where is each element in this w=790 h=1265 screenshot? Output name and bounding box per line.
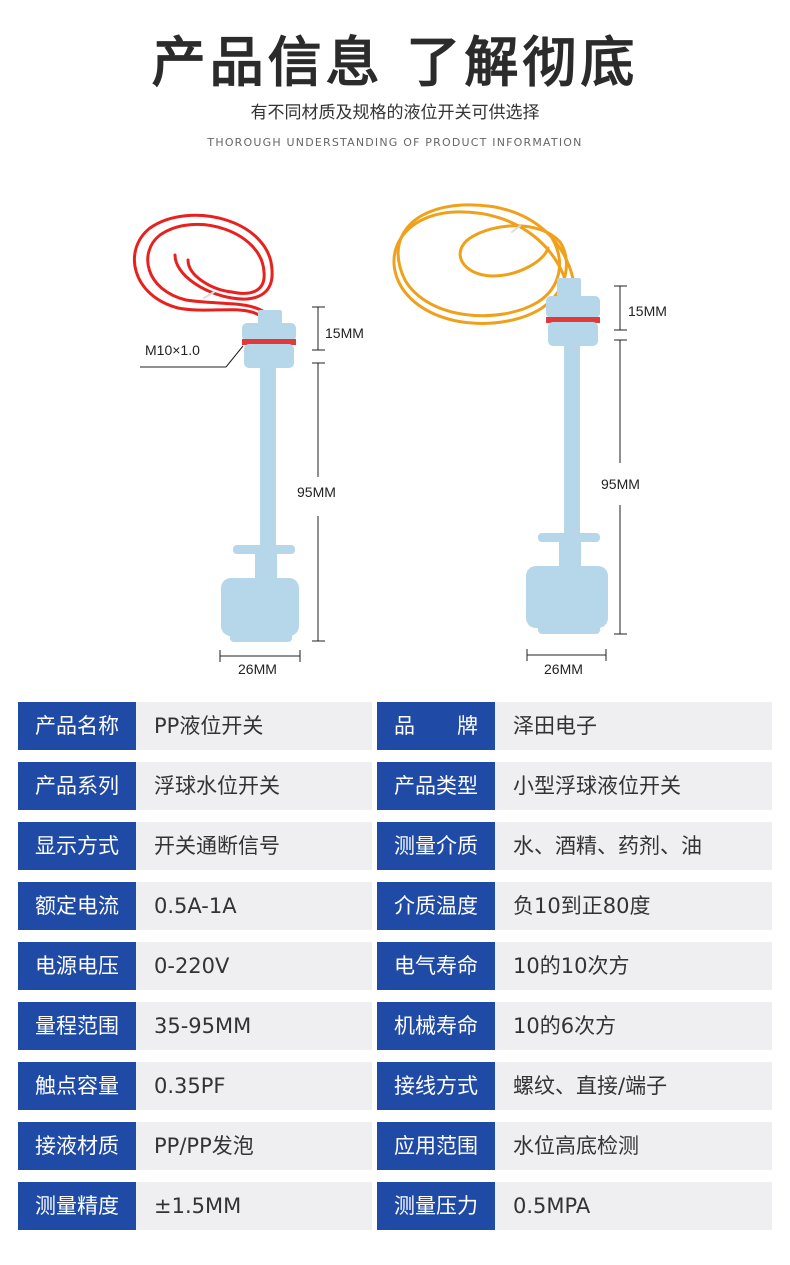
page-subtitle: 有不同材质及规格的液位开关可供选择 — [250, 103, 540, 123]
spec-label: 机械寿命 — [377, 1002, 495, 1050]
left-width-dimension: 26MM — [238, 661, 277, 677]
spec-value: 35-95MM — [136, 1002, 372, 1050]
spec-label: 接液材质 — [18, 1122, 136, 1170]
right-cap-dimension: 15MM — [628, 303, 667, 319]
spec-value: 开关通断信号 — [136, 822, 372, 870]
spec-value: 0-220V — [136, 942, 372, 990]
spec-row: 产品系列 浮球水位开关 产品类型 小型浮球液位开关 — [18, 762, 772, 810]
left-cap-dimension: 15MM — [325, 325, 364, 341]
spec-label: 接线方式 — [377, 1062, 495, 1110]
spec-label: 电气寿命 — [377, 942, 495, 990]
product-images: M10×1.0 15MM 95MM 26MM — [133, 203, 667, 677]
spec-value: 负10到正80度 — [495, 882, 772, 930]
english-subtitle: THOROUGH UNDERSTANDING OF PRODUCT INFORM… — [207, 136, 583, 149]
spec-table: 产品名称 PP液位开关 品 牌 泽田电子 产品系列 浮球水位开关 产品类型 小型… — [18, 702, 772, 1242]
spec-value: PP/PP发泡 — [136, 1122, 372, 1170]
spec-label: 测量介质 — [377, 822, 495, 870]
spec-row: 显示方式 开关通断信号 测量介质 水、酒精、药剂、油 — [18, 822, 772, 870]
spec-label: 额定电流 — [18, 882, 136, 930]
left-red-wire — [133, 213, 276, 327]
spec-label: 介质温度 — [377, 882, 495, 930]
spec-label: 测量压力 — [377, 1182, 495, 1230]
spec-label: 产品系列 — [18, 762, 136, 810]
spec-row: 触点容量 0.35PF 接线方式 螺纹、直接/端子 — [18, 1062, 772, 1110]
spec-value: PP液位开关 — [136, 702, 372, 750]
spec-value: 浮球水位开关 — [136, 762, 372, 810]
spec-value: 水位高底检测 — [495, 1122, 772, 1170]
spec-label: 品 牌 — [377, 702, 495, 750]
spec-value: 泽田电子 — [495, 702, 772, 750]
spec-label: 触点容量 — [18, 1062, 136, 1110]
spec-value: 0.5MPA — [495, 1182, 772, 1230]
page-title: 产品信息 了解彻底 — [151, 31, 639, 94]
spec-row: 额定电流 0.5A-1A 介质温度 负10到正80度 — [18, 882, 772, 930]
right-float-switch: 15MM 95MM 26MM — [392, 203, 667, 677]
spec-value: 10的6次方 — [495, 1002, 772, 1050]
spec-label: 显示方式 — [18, 822, 136, 870]
spec-row: 测量精度 ±1.5MM 测量压力 0.5MPA — [18, 1182, 772, 1230]
left-thread-label: M10×1.0 — [145, 342, 200, 358]
spec-row: 接液材质 PP/PP发泡 应用范围 水位高底检测 — [18, 1122, 772, 1170]
left-switch-body — [221, 310, 299, 642]
spec-label: 电源电压 — [18, 942, 136, 990]
spec-label: 产品名称 — [18, 702, 136, 750]
spec-row: 产品名称 PP液位开关 品 牌 泽田电子 — [18, 702, 772, 750]
spec-value: 小型浮球液位开关 — [495, 762, 772, 810]
spec-label: 测量精度 — [18, 1182, 136, 1230]
spec-value: 0.35PF — [136, 1062, 372, 1110]
spec-label: 量程范围 — [18, 1002, 136, 1050]
spec-value: 0.5A-1A — [136, 882, 372, 930]
spec-value: 水、酒精、药剂、油 — [495, 822, 772, 870]
spec-value: 10的10次方 — [495, 942, 772, 990]
left-stem-dimension: 95MM — [297, 484, 336, 500]
right-width-dimension: 26MM — [544, 661, 583, 677]
left-dimension-lines — [140, 306, 325, 662]
right-dimension-lines — [526, 285, 627, 661]
right-switch-body — [526, 278, 608, 634]
spec-row: 电源电压 0-220V 电气寿命 10的10次方 — [18, 942, 772, 990]
spec-value: ±1.5MM — [136, 1182, 372, 1230]
right-stem-dimension: 95MM — [601, 476, 640, 492]
spec-label: 应用范围 — [377, 1122, 495, 1170]
left-float-switch: M10×1.0 15MM 95MM 26MM — [133, 213, 364, 677]
spec-label: 产品类型 — [377, 762, 495, 810]
spec-row: 量程范围 35-95MM 机械寿命 10的6次方 — [18, 1002, 772, 1050]
spec-value: 螺纹、直接/端子 — [495, 1062, 772, 1110]
